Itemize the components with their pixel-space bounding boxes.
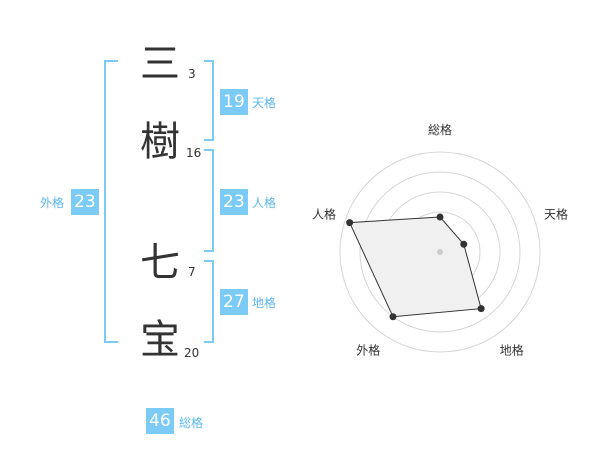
- tenkaku-badge: 19: [220, 89, 248, 115]
- radar-point-2: [477, 305, 485, 313]
- radar-axis-label-1: 天格: [544, 206, 568, 221]
- gaikaku-label: 外格: [40, 196, 65, 210]
- stroke-count-2: 16: [186, 146, 202, 160]
- name-char-4: 宝: [140, 317, 180, 363]
- jinkaku-badge: 23: [220, 189, 248, 215]
- gaikaku-bracket: [104, 60, 118, 343]
- chikaku-label: 地格: [252, 296, 277, 310]
- radar-point-1: [460, 240, 468, 248]
- radar-center-dot: [437, 249, 443, 255]
- tenkaku-label: 天格: [252, 96, 277, 110]
- radar-polygon: [348, 216, 482, 318]
- radar-point-4: [346, 219, 354, 227]
- jinkaku-bracket: [204, 149, 214, 252]
- soukaku-badge: 46: [146, 408, 174, 434]
- stroke-count-3: 7: [188, 265, 196, 279]
- radar-axis-label-4: 人格: [312, 206, 336, 221]
- radar-axis-label-3: 外格: [356, 343, 380, 358]
- gaikaku-badge: 23: [71, 189, 99, 215]
- soukaku-label: 総格: [179, 416, 204, 430]
- radar-axis-label-2: 地格: [500, 343, 524, 358]
- chikaku-bracket: [204, 260, 214, 343]
- tenkaku-bracket: [204, 60, 214, 141]
- name-char-2: 樹: [140, 119, 180, 165]
- radar-point-0: [436, 213, 444, 221]
- radar-ring-5: [339, 151, 541, 353]
- jinkaku-label: 人格: [252, 196, 277, 210]
- radar-ring-4: [359, 171, 521, 333]
- chikaku-badge: 27: [220, 289, 248, 315]
- radar-point-3: [389, 313, 397, 321]
- name-char-1: 三: [140, 41, 180, 87]
- radar-axis-label-0: 総格: [428, 122, 452, 137]
- name-char-3: 七: [140, 240, 180, 286]
- stroke-count-4: 20: [184, 346, 200, 360]
- stroke-count-1: 3: [188, 67, 196, 81]
